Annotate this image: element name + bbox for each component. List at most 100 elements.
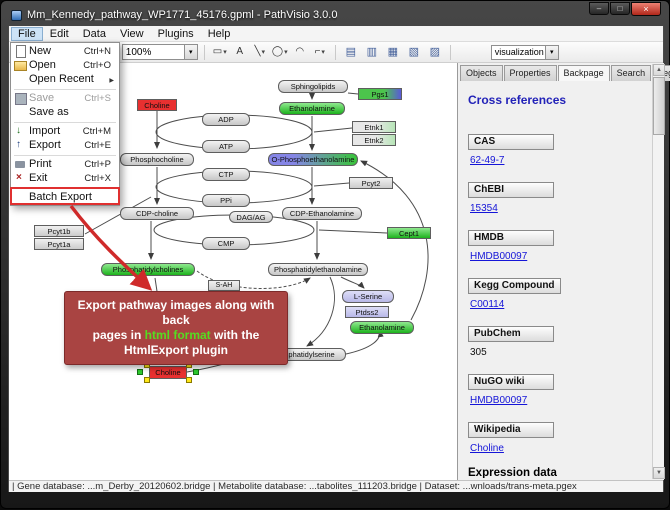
menu-item[interactable]: Save as [12,105,118,119]
xref-link[interactable]: 15354 [470,203,498,214]
xref-database-name: NuGO wiki [468,374,554,390]
xref-database-name: Kegg Compound [468,278,561,294]
menu-item-icon [14,59,27,71]
xref-link[interactable]: HMDB00097 [470,395,528,406]
menubar-item[interactable]: View [119,27,144,40]
align-vertical-icon[interactable]: ▥ [363,44,381,61]
side-panel-tab[interactable]: Backpage [557,65,610,81]
xref-database-name: PubChem [468,326,554,342]
pathway-node[interactable]: Etnk2 [352,134,396,146]
menubar-item[interactable]: Data [82,27,106,40]
side-panel-tab[interactable]: Properties [503,65,557,81]
scrollbar-thumb[interactable] [653,77,665,135]
menu-item[interactable]: Exit Ctrl+X [12,171,118,185]
menubar-item[interactable]: Edit [49,27,69,40]
menu-item[interactable]: Open Ctrl+O [12,58,118,72]
pathway-node[interactable]: Pgs1 [358,88,402,100]
pathway-node[interactable]: O-Phosphoethanolamine [268,153,358,166]
line-tool[interactable]: ╲ [251,44,269,61]
ChEBI: ChEBI 15354 [468,179,650,214]
menubar-item[interactable]: Plugins [157,27,194,40]
connector-tool[interactable]: ⌐ [311,44,329,61]
pathway-node[interactable]: CTP [202,168,250,181]
pathway-node[interactable]: Phosphocholine [120,153,194,166]
label-tool[interactable]: A [231,44,249,61]
xref-link[interactable]: C00114 [470,299,505,310]
pathway-node[interactable]: Ethanolamine [279,102,345,115]
status-text: | Gene database: ...m_Derby_20120602.bri… [12,481,577,492]
pathway-node[interactable]: Cept1 [387,227,431,239]
pathway-node[interactable]: ATP [202,140,250,153]
menu-item[interactable]: Print Ctrl+P [12,157,118,171]
Kegg Compound: Kegg Compound C00114 [468,275,650,310]
pathway-node[interactable]: CDP-Ethanolamine [282,207,362,220]
chevron-down-icon[interactable]: ▾ [544,45,558,59]
menu-item[interactable]: Export Ctrl+E [12,138,118,152]
pathway-node[interactable]: PPi [202,194,250,207]
scroll-up-icon[interactable]: ▲ [653,64,665,76]
pathway-node[interactable]: Ethanolamine [350,321,414,334]
pathway-node[interactable]: Pcyt1a [34,238,84,250]
zoom-combobox[interactable]: 100% ▾ [121,44,198,60]
maximize-button[interactable]: □ [610,2,630,15]
chevron-down-icon[interactable]: ▾ [183,45,197,59]
common-height-icon[interactable]: ▨ [426,44,444,61]
pathway-node[interactable] [144,377,150,383]
side-panel: Objects Properties Backpage Search Legen… [457,63,670,480]
common-width-icon[interactable]: ▧ [405,44,423,61]
scroll-down-icon[interactable]: ▼ [653,467,665,479]
menubar-item[interactable]: File [11,26,43,41]
pathway-node[interactable]: Phosphatidylcholines [101,263,195,276]
pathway-node[interactable]: S-AH [208,280,240,291]
pathway-node[interactable]: Pcyt1b [34,225,84,237]
side-panel-tab[interactable]: Objects [460,65,503,81]
menu-item[interactable]: Save Ctrl+S [12,91,118,105]
pathway-node[interactable]: L-Serine [342,290,394,303]
xref-link[interactable]: Choline [470,443,504,454]
pathway-node[interactable]: Etnk1 [352,121,396,133]
pathway-node[interactable]: Choline [137,99,177,111]
panel-scrollbar[interactable]: ▲ ▼ [652,64,665,479]
app-icon [11,9,22,21]
statusbar: | Gene database: ...m_Derby_20120602.bri… [9,480,663,492]
menu-item[interactable]: Batch Export [12,190,118,204]
minimize-button[interactable]: – [589,2,609,15]
xref-link[interactable]: HMDB00097 [470,251,528,262]
arc-tool[interactable]: ◠ [291,44,309,61]
menubar-item[interactable]: Help [207,27,231,40]
toolbar-separator [449,44,451,60]
side-panel-tab[interactable]: Search [610,65,652,81]
align-horizontal-icon[interactable]: ▤ [342,44,360,61]
visualization-combobox[interactable]: visualization ▾ [490,44,559,60]
pathway-node[interactable] [186,377,192,383]
xref-link[interactable]: 305 [470,347,487,358]
xref-database-name: CAS [468,134,554,150]
xref-link[interactable]: 62-49-7 [470,155,505,166]
menu-item[interactable]: Open Recent [12,72,118,86]
pathway-node[interactable]: CMP [202,237,250,250]
datanode-tool[interactable]: ▭ [211,44,229,61]
menu-item[interactable]: New Ctrl+N [12,44,118,58]
menu-item[interactable]: Import Ctrl+M [12,124,118,138]
pathway-node[interactable]: Ptdss2 [345,306,389,318]
distribute-icon[interactable]: ▦ [384,44,402,61]
callout-highlight-text: html format [144,328,211,342]
pathway-node[interactable] [193,369,199,375]
xref-list: CAS 62-49-7 ChEBI 15354 HMDB HMDB00097 [468,131,650,454]
Wikipedia: Wikipedia Choline [468,419,650,454]
menu-item-icon [14,92,27,105]
zoom-value: 100% [125,46,152,58]
pathway-node[interactable]: DAG/AG [229,211,273,223]
menu-item-icon [14,106,26,118]
pathway-node[interactable]: ADP [202,113,250,126]
pathway-node[interactable]: Pcyt2 [349,177,393,189]
pathway-node[interactable] [137,369,143,375]
pathway-node[interactable]: Phosphatidylethanolamine [268,263,368,276]
shape-tool[interactable]: ◯ [271,44,289,61]
pathway-node[interactable]: Sphingolipids [278,80,348,93]
xref-database-name: Wikipedia [468,422,554,438]
pathway-node[interactable]: CDP-choline [120,207,194,220]
close-button[interactable]: × [631,2,661,16]
pathway-node[interactable]: Choline [149,366,187,379]
menu-item-icon [14,125,26,137]
